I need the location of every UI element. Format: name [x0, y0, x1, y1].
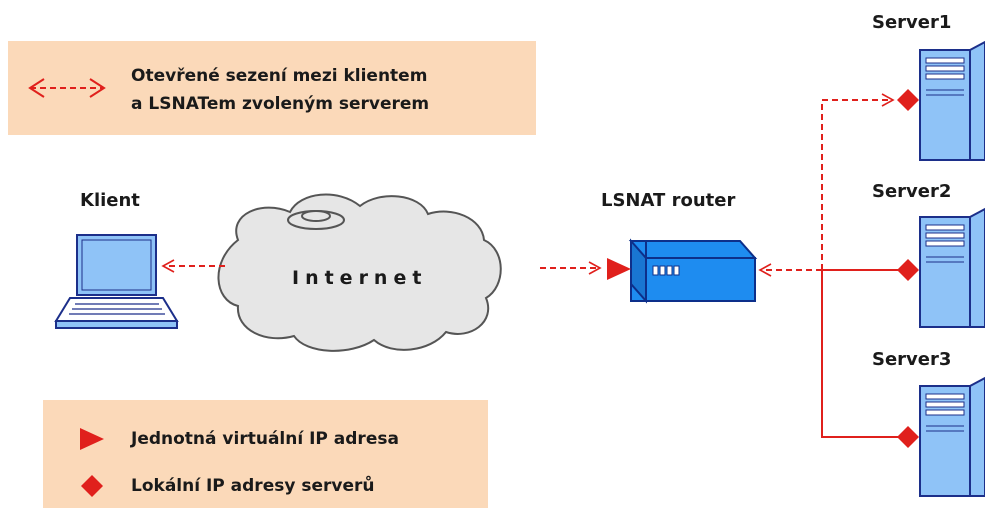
server3-label: Server3	[872, 349, 952, 370]
router-label: LSNAT router	[601, 190, 736, 211]
session-legend-line2: a LSNATem zvoleným serverem	[131, 94, 430, 114]
server1-ip-marker-icon	[897, 89, 919, 111]
session-legend-arrow-icon	[28, 78, 106, 98]
server1-label: Server1	[872, 12, 952, 33]
internet-label: Internet	[292, 267, 428, 289]
server3-icon	[919, 376, 985, 497]
server2-label: Server2	[872, 181, 952, 202]
triangle-marker-icon	[80, 428, 104, 450]
server-bus-line	[821, 270, 898, 438]
diamond-marker-icon	[81, 475, 103, 497]
server1-icon	[919, 40, 985, 161]
server2-icon	[919, 207, 985, 328]
virtual-ip-marker-icon	[607, 258, 631, 280]
client-label: Klient	[80, 190, 140, 211]
virtual-ip-legend-label: Jednotná virtuální IP adresa	[131, 429, 399, 449]
laptop-icon	[54, 234, 179, 329]
ip-legend-box	[43, 400, 488, 508]
router-icon	[628, 238, 758, 304]
server1-session-link	[821, 93, 895, 270]
session-legend-line1: Otevřené sezení mezi klientem	[131, 66, 428, 86]
server2-ip-marker-icon	[897, 259, 919, 281]
server3-ip-marker-icon	[897, 426, 919, 448]
local-ip-legend-label: Lokální IP adresy serverů	[131, 476, 375, 496]
internet-cloud-icon	[217, 193, 502, 352]
